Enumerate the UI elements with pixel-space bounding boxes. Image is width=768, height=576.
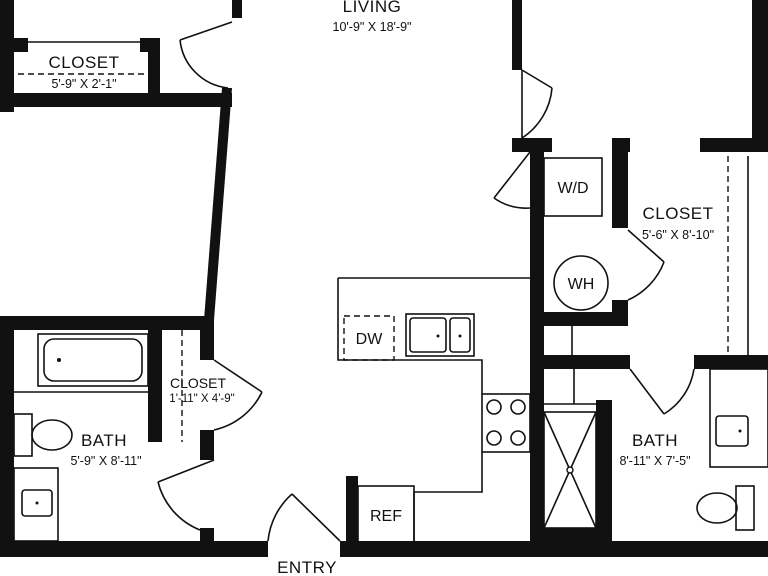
kitchen-sink [405, 313, 475, 357]
closet-right-label: CLOSET [642, 204, 713, 223]
vanity-left [13, 467, 59, 542]
closet-small-label: CLOSET [170, 375, 226, 391]
living-size: 10'-9" X 18'-9" [333, 20, 412, 34]
labels: LIVING 10'-9" X 18'-9" CLOSET 5'-9" X 2'… [48, 0, 714, 576]
bath-left-label: BATH [81, 431, 127, 450]
water-heater-circle [553, 255, 609, 311]
fixtures [13, 21, 768, 543]
bathtub [14, 333, 149, 393]
closet-top-size: 5'-9" X 2'-1" [51, 77, 116, 91]
stove [481, 393, 531, 453]
refrigerator-box [357, 485, 415, 543]
closet-right-size: 5'-6" X 8'-10" [642, 228, 714, 242]
shower [543, 403, 612, 529]
toilet-left [13, 413, 73, 457]
refrigerator-label: REF [370, 508, 402, 525]
washer-dryer-label: W/D [557, 180, 588, 197]
dishwasher-label: DW [356, 331, 384, 348]
water-heater-label: WH [568, 276, 595, 293]
bath-left-size: 5'-9" X 8'-11" [70, 454, 141, 468]
doors [157, 21, 695, 542]
toilet-right [696, 485, 755, 531]
vanity-right [709, 368, 768, 468]
bath-right-label: BATH [632, 431, 678, 450]
closet-top-label: CLOSET [48, 53, 119, 72]
dishwasher-box [343, 315, 395, 361]
entry-label: ENTRY [277, 558, 337, 576]
walls [0, 0, 768, 557]
bath-right-size: 8'-11" X 7'-5" [619, 454, 690, 468]
closet-small-size: 1'-11" X 4'-9" [169, 393, 234, 405]
living-label: LIVING [343, 0, 402, 16]
washer-dryer-box [543, 157, 603, 217]
